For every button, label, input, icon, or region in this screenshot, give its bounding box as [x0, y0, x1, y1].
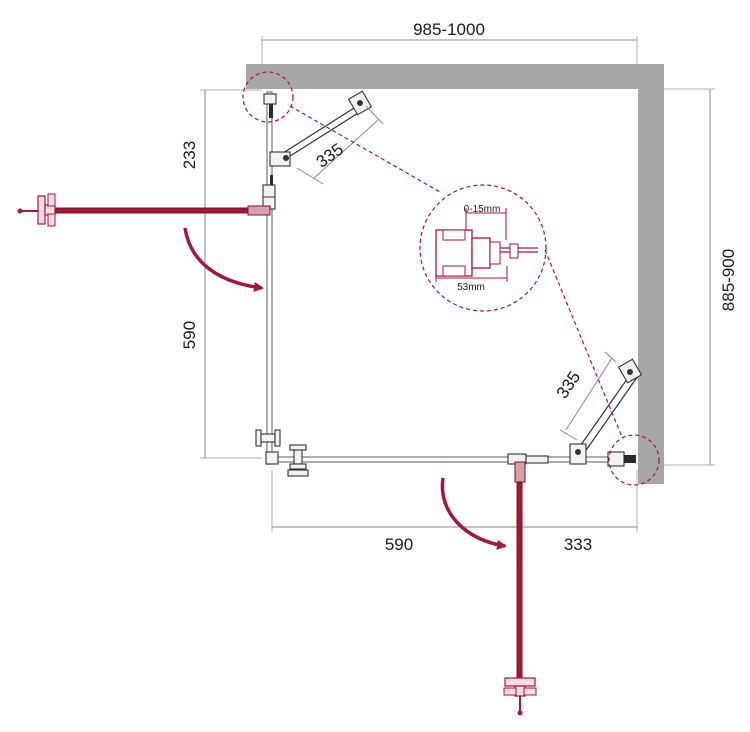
- back-wall: [246, 64, 664, 89]
- right-depth-label: 885-900: [719, 249, 738, 311]
- detail-callout: [242, 71, 660, 486]
- top-stabilizer-bar: 335: [269, 90, 384, 185]
- dimension-left: 233 590: [180, 89, 262, 459]
- bottom-swing-door: [440, 461, 537, 716]
- left-top-bracket: [263, 93, 277, 105]
- bottom-door-handle: [504, 677, 536, 687]
- side-wall: [638, 64, 664, 484]
- adjustment-label: 0-15mm: [464, 204, 501, 215]
- left-glass-panel: [262, 91, 277, 465]
- corner-handle-knobs: [255, 429, 309, 477]
- bottom-wall-bracket: [607, 451, 625, 467]
- top-bracket-label: 335: [313, 140, 347, 172]
- left-door-swing-arrow: [183, 227, 264, 292]
- left-swing-door: [17, 193, 271, 292]
- dimension-bottom: 590 333: [271, 470, 638, 554]
- left-lower-label: 590: [180, 321, 199, 349]
- dimension-right-depth: 885-900: [664, 88, 738, 466]
- dimension-top-width: 985-1000: [261, 20, 638, 64]
- left-upper-label: 233: [180, 141, 199, 169]
- top-width-label: 985-1000: [413, 20, 485, 39]
- detail-magnifier: [419, 184, 547, 312]
- left-door-handle: [37, 195, 46, 225]
- callout-circle-top-left: [242, 71, 294, 123]
- bottom-left-label: 590: [385, 535, 413, 554]
- bottom-door-swing-arrow: [440, 477, 507, 550]
- callout-circle-bottom-right: [608, 434, 660, 486]
- profile-width-label: 53mm: [457, 282, 485, 293]
- right-bracket-label: 335: [553, 368, 585, 402]
- bottom-right-label: 333: [564, 535, 592, 554]
- profile-detail: 0-15mm 53mm: [435, 204, 538, 293]
- wall-corner: [246, 64, 664, 484]
- right-stabilizer-bar: 335: [553, 351, 643, 465]
